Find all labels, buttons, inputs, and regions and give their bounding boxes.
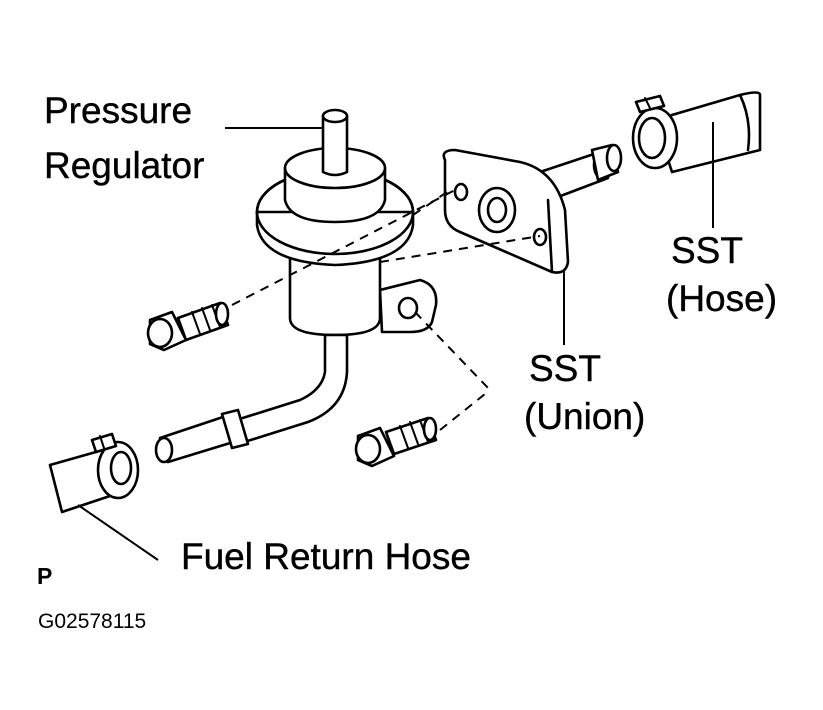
- figure-code: G02578115: [38, 610, 147, 633]
- label-sst-hose-line2: (Hose): [666, 278, 778, 319]
- label-sst-union-line1: SST: [529, 348, 601, 389]
- bolt-left: [146, 301, 230, 352]
- label-pressure-line1: Pressure: [44, 90, 193, 131]
- view-letter: P: [37, 563, 53, 589]
- label-fuel-return-hose: Fuel Return Hose: [181, 536, 471, 577]
- label-regulator-line2: Regulator: [44, 145, 205, 186]
- pressure-regulator: [154, 108, 438, 464]
- assembly-lines: [231, 189, 541, 431]
- fuel-return-hose: [48, 432, 140, 514]
- label-sst-union-line2: (Union): [524, 396, 646, 437]
- leader-lines: [77, 122, 714, 561]
- sst-hose: [631, 91, 762, 174]
- bolt-bottom: [354, 416, 438, 468]
- label-sst-hose-line1: SST: [671, 230, 743, 271]
- sst-union: [442, 143, 623, 274]
